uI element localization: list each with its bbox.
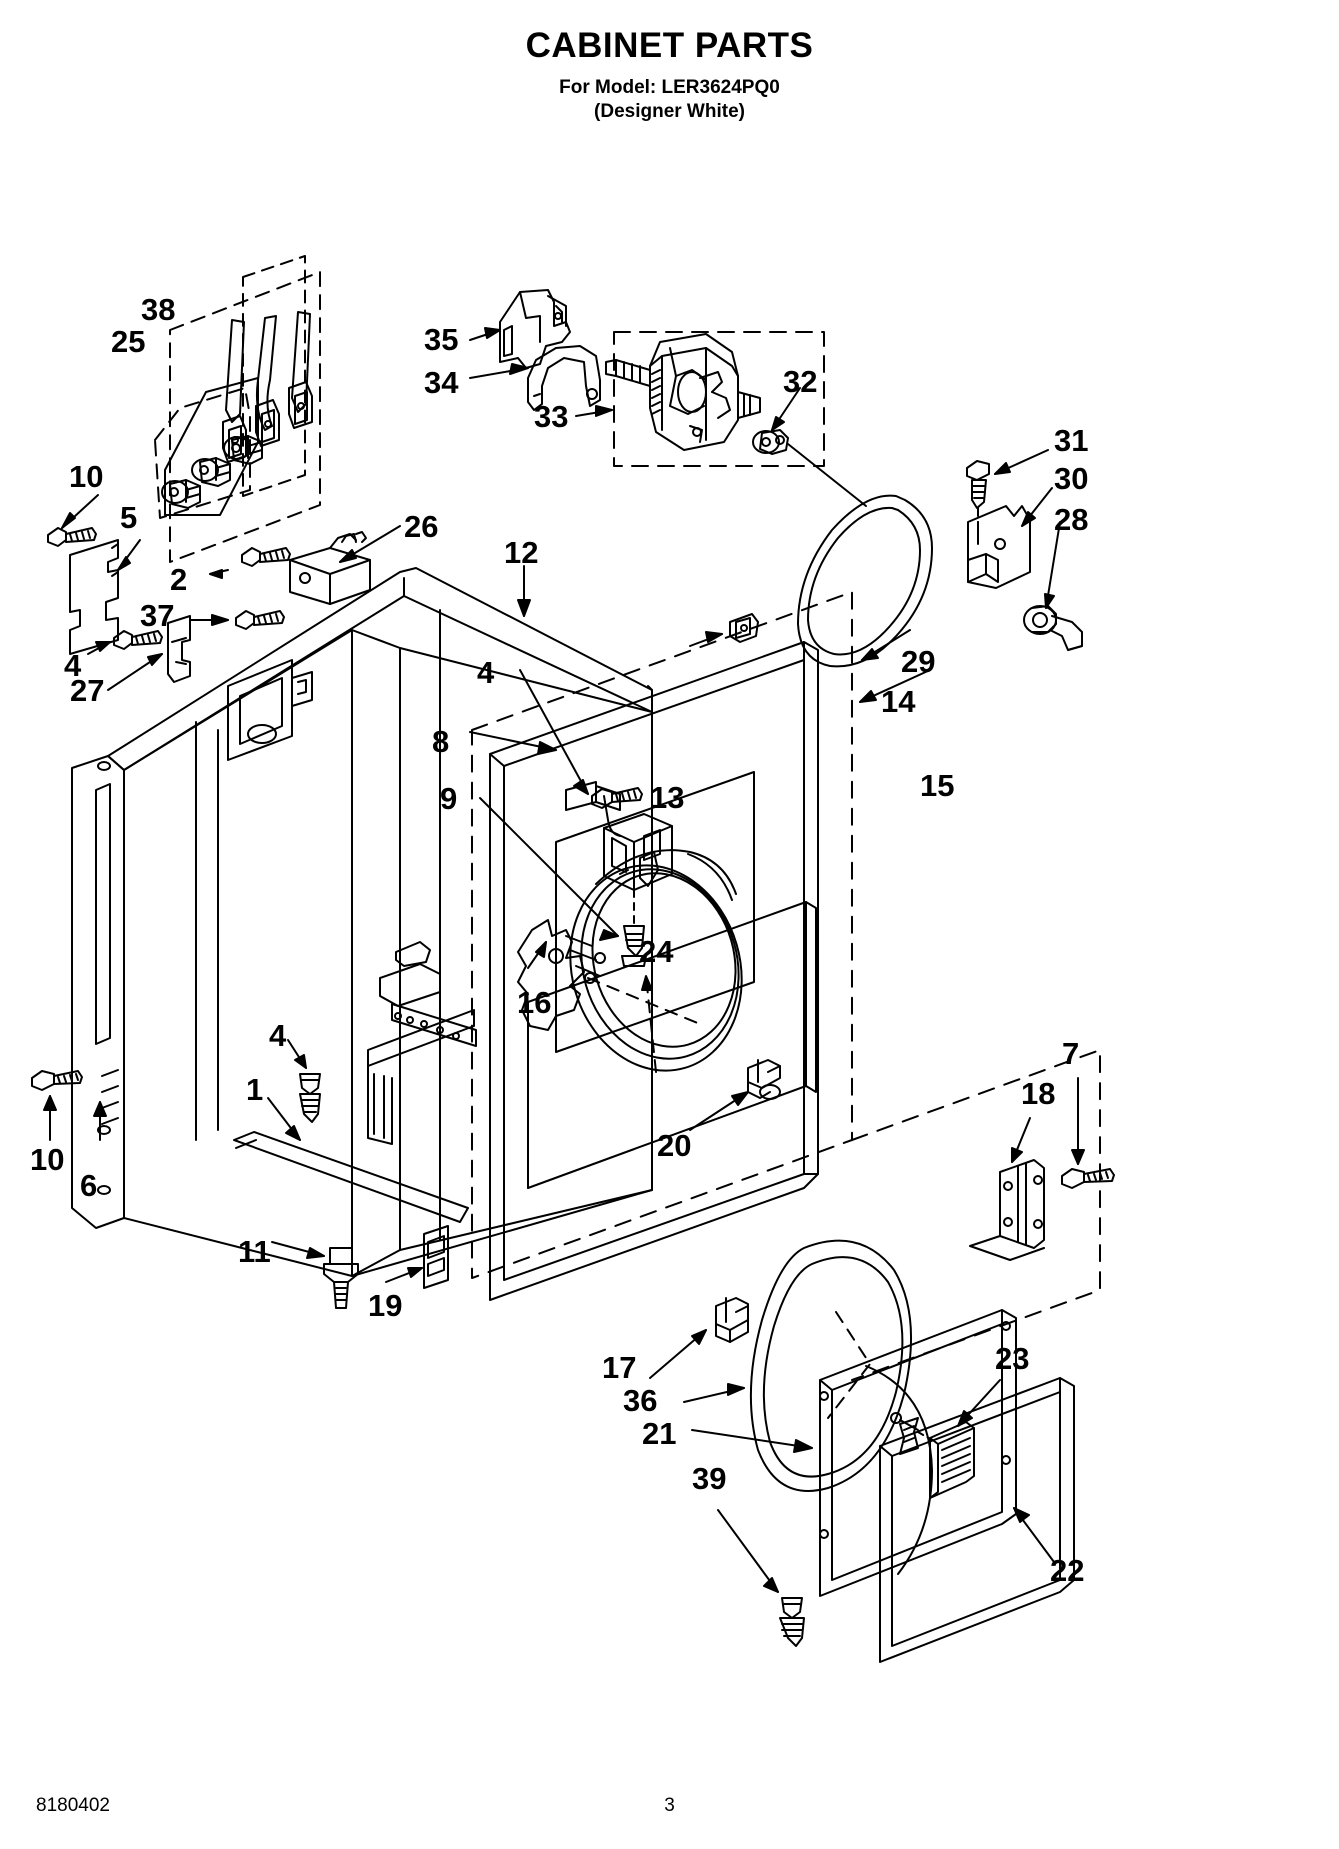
callout-23: 23 [995,1341,1030,1376]
callout-28: 28 [1054,502,1089,537]
outer-door-panel-22 [879,1377,1075,1663]
callout-27: 27 [70,673,105,708]
callout-29: 29 [901,644,936,679]
callout-18: 18 [1021,1076,1056,1111]
page-title: CABINET PARTS [525,26,814,65]
callout-10-bottom: 10 [30,1142,65,1177]
callout-11: 11 [238,1234,271,1269]
callout-33: 33 [534,399,569,434]
footer-document-code: 8180402 [36,1795,110,1816]
screw-10-top [47,527,97,547]
callout-16: 16 [517,985,552,1020]
group-box-motor [613,331,825,467]
screw-2 [241,547,291,567]
callout-21: 21 [642,1416,677,1451]
cabinet-parts-diagram: 38 25 35 34 33 32 31 30 28 10 5 2 37 26 … [0,130,1339,1780]
roller-28 [1023,605,1083,651]
callout-14: 14 [881,684,916,719]
callout-1: 1 [246,1072,264,1107]
callout-15: 15 [920,768,955,803]
callout-6: 6 [80,1168,98,1203]
group-box-door [851,1049,1101,1381]
callout-10-top: 10 [69,459,104,494]
callout-13: 13 [650,780,685,815]
callout-8: 8 [432,724,450,759]
callout-30: 30 [1054,461,1089,496]
finish-line: (Designer White) [594,101,745,122]
callout-35: 35 [424,322,459,357]
callout-5: 5 [120,500,138,535]
door-seal-36 [749,1239,913,1492]
exploded-view-drawing [31,255,1115,1663]
clamp-32 [752,429,789,455]
cabinet-shell [71,567,653,1277]
callout-38: 38 [141,292,176,327]
clip-13 [729,613,759,643]
screw-31 [966,460,990,509]
belt-29 [797,494,933,668]
inner-door-panel-21 [819,1309,1017,1597]
motor-33 [605,333,761,451]
page-header: CABINET PARTS For Model: LER3624PQ0 (Des… [0,26,1339,124]
callout-32: 32 [783,364,818,399]
hinge-18 [969,1159,1045,1261]
callout-4-top: 4 [477,655,495,690]
screw-9 [621,925,647,967]
footer-page-number: 3 [664,1795,675,1816]
rating-label-19 [423,1225,449,1289]
screw-7 [1061,1168,1115,1189]
screw-10-bottom [31,1070,83,1091]
model-line: For Model: LER3624PQ0 [559,77,780,99]
callout-4-bottom: 4 [269,1018,287,1053]
leveling-foot-11 [323,1247,359,1309]
callout-36: 36 [623,1383,658,1418]
screw-37 [235,610,285,630]
screw-4-bottom [299,1073,321,1123]
callout-7: 7 [1062,1036,1080,1071]
screw-39 [779,1597,805,1647]
callout-39: 39 [692,1461,727,1496]
page-footer: 8180402 3 [0,1795,1339,1825]
callout-37: 37 [140,598,175,633]
callout-26: 26 [404,509,439,544]
callout-12: 12 [504,535,539,570]
callout-31: 31 [1054,423,1089,458]
callout-25: 25 [111,324,146,359]
callout-19: 19 [368,1288,403,1323]
callout-24: 24 [639,934,674,969]
front-panel-assembly [489,641,819,1301]
bracket-34 [527,345,601,411]
callout-22: 22 [1050,1553,1085,1588]
catch-17 [715,1297,749,1343]
callout-9: 9 [440,781,458,816]
bracket-30 [967,505,1031,589]
callout-4-left: 4 [64,648,82,683]
screw-4-left [113,630,163,650]
bracket-35 [499,289,571,369]
callout-2: 2 [170,562,188,597]
screw-4-top [591,787,643,809]
callout-20: 20 [657,1128,692,1163]
callout-34: 34 [424,365,459,400]
callout-17: 17 [602,1350,637,1385]
